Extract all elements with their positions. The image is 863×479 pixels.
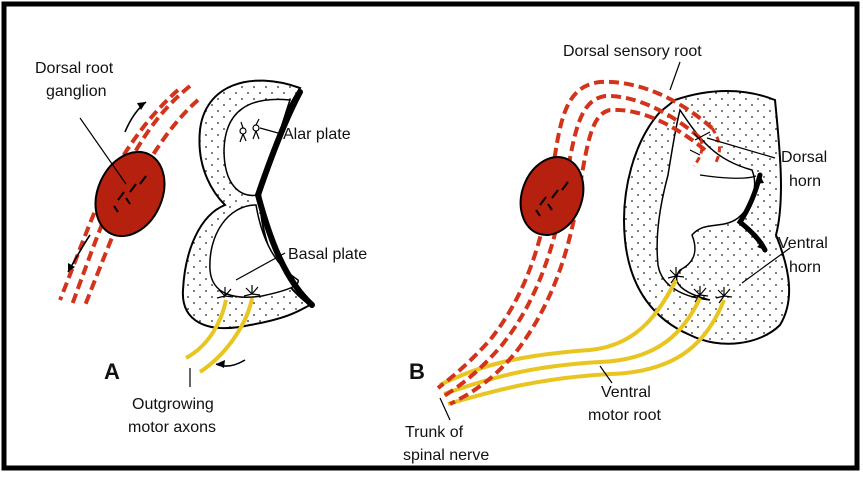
label-dorsal-root-ganglion-2: ganglion <box>46 83 107 100</box>
dorsal-root-ganglion-a <box>82 141 177 248</box>
label-ventral-motor-root-1: Ventral <box>601 384 651 401</box>
panel-b: Dorsal sensory root Dorsal horn Ventral … <box>403 43 828 464</box>
panel-letter-b: B <box>409 359 425 384</box>
label-outgrowing-1: Outgrowing <box>132 396 214 413</box>
label-trunk-2: spinal nerve <box>403 447 489 464</box>
label-dorsal-sensory-root: Dorsal sensory root <box>563 43 702 60</box>
label-outgrowing-2: motor axons <box>128 419 216 436</box>
label-ventral-horn-2: horn <box>789 259 821 276</box>
label-dorsal-horn-1: Dorsal <box>781 149 827 166</box>
label-alar-plate: Alar plate <box>283 126 351 143</box>
label-dorsal-root-ganglion-1: Dorsal root <box>35 60 114 77</box>
panel-letter-a: A <box>104 359 120 384</box>
label-basal-plate: Basal plate <box>288 246 367 263</box>
label-ventral-motor-root-2: motor root <box>588 407 661 424</box>
panel-a: Dorsal root ganglion Alar plate Basal pl… <box>35 60 367 436</box>
label-ventral-horn-1: Ventral <box>778 235 828 252</box>
label-trunk-1: Trunk of <box>405 424 464 441</box>
label-dorsal-horn-2: horn <box>789 173 821 190</box>
dorsal-root-ganglion-b <box>510 148 594 244</box>
